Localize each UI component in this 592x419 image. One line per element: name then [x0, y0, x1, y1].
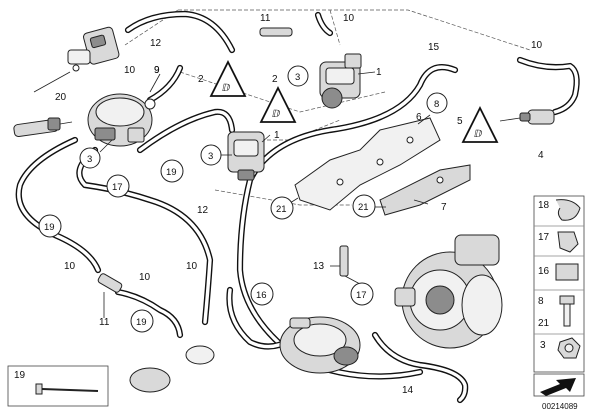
part-label: 7 [441, 202, 447, 213]
check-valve-part [519, 109, 555, 125]
part-label: 6 [416, 112, 422, 123]
warning-triangle-icon [461, 105, 499, 143]
part-labels: 11 10 12 10 15 9 9 10 1 2 2 20 6 5 1 4 7… [55, 13, 544, 396]
hose-clip-icon [555, 263, 579, 281]
bolt-shank-icon [563, 303, 571, 327]
part-label: 11 [260, 13, 271, 24]
part-label: 8 [434, 99, 439, 110]
part-label: 3 [295, 72, 300, 83]
banjo-bolt-icon [557, 231, 579, 253]
part-label: 19 [136, 317, 147, 328]
svg-text:ⅅ: ⅅ [474, 129, 482, 140]
part-label: 15 [428, 42, 440, 53]
part-label: 10 [124, 65, 136, 76]
part-label: 11 [99, 317, 110, 328]
side-part-label: 3 [540, 340, 546, 351]
warning-symbols: ⅅ ⅅ ⅅ [209, 59, 499, 143]
part-label: 12 [150, 38, 162, 49]
actuator-part [33, 26, 120, 93]
svg-text:ⅅ: ⅅ [272, 109, 280, 120]
part-label: 20 [55, 92, 67, 103]
part-label: 21 [276, 204, 287, 215]
part-label: 5 [457, 116, 463, 127]
part-label: 13 [313, 261, 325, 272]
part-label: 10 [139, 272, 151, 283]
part-label: 3 [87, 154, 92, 165]
inset-panel: 19 [7, 365, 109, 407]
part-label: 9 [154, 65, 160, 76]
part-label: 1 [376, 67, 382, 78]
part-label: 9 [154, 65, 160, 76]
side-part-label: 21 [538, 318, 550, 329]
side-part-label: 18 [538, 200, 550, 211]
mounting-bracket-part [294, 117, 471, 216]
part-label: 10 [64, 261, 76, 272]
part-label: 2 [272, 74, 278, 85]
part-label: 12 [197, 205, 209, 216]
turbocharger-part [394, 234, 503, 349]
part-label: 3 [208, 151, 213, 162]
sensor-part [13, 117, 73, 137]
side-part-label: 8 [538, 296, 544, 307]
inset-label: 19 [14, 370, 26, 381]
bolt-icon [559, 295, 575, 305]
part-label: 10 [186, 261, 198, 272]
part-label: 17 [112, 182, 123, 193]
part-label: 14 [402, 385, 414, 396]
svg-text:ⅅ: ⅅ [222, 83, 230, 94]
cable-tie-icon [35, 383, 43, 395]
side-part-label: 17 [538, 232, 550, 243]
part-label: 21 [358, 202, 369, 213]
catalog-id: 00214089 [542, 402, 578, 411]
warning-triangle-icon [259, 85, 297, 123]
part-label: 2 [198, 74, 204, 85]
part-label: 10 [343, 13, 355, 24]
part-label: 17 [356, 290, 367, 301]
part-label: 19 [166, 167, 177, 178]
clip-icon [555, 199, 581, 221]
connector-part [259, 27, 293, 37]
part-label: 19 [44, 222, 55, 233]
pressure-converter-part-2 [227, 131, 265, 181]
hose-clamp-part [129, 345, 215, 393]
side-parts-panel: 18 17 16 8 21 3 [533, 195, 585, 397]
solenoid-valve-part [87, 93, 156, 147]
connector-part-2 [97, 273, 123, 293]
pressure-converter-part [319, 53, 362, 109]
stud-part [339, 245, 349, 277]
egr-valve-part [279, 316, 361, 374]
parts [13, 26, 555, 393]
part-label: 10 [531, 40, 543, 51]
part-label: 1 [274, 130, 280, 141]
circled-labels: 3 3 3 8 19 17 21 21 19 16 17 19 [38, 65, 448, 333]
arrow-logo-icon [540, 378, 576, 396]
warning-triangle-icon [209, 59, 247, 97]
part-label: 16 [256, 290, 267, 301]
side-part-label: 16 [538, 266, 550, 277]
hoses [15, 10, 580, 404]
part-label: 4 [538, 150, 544, 161]
